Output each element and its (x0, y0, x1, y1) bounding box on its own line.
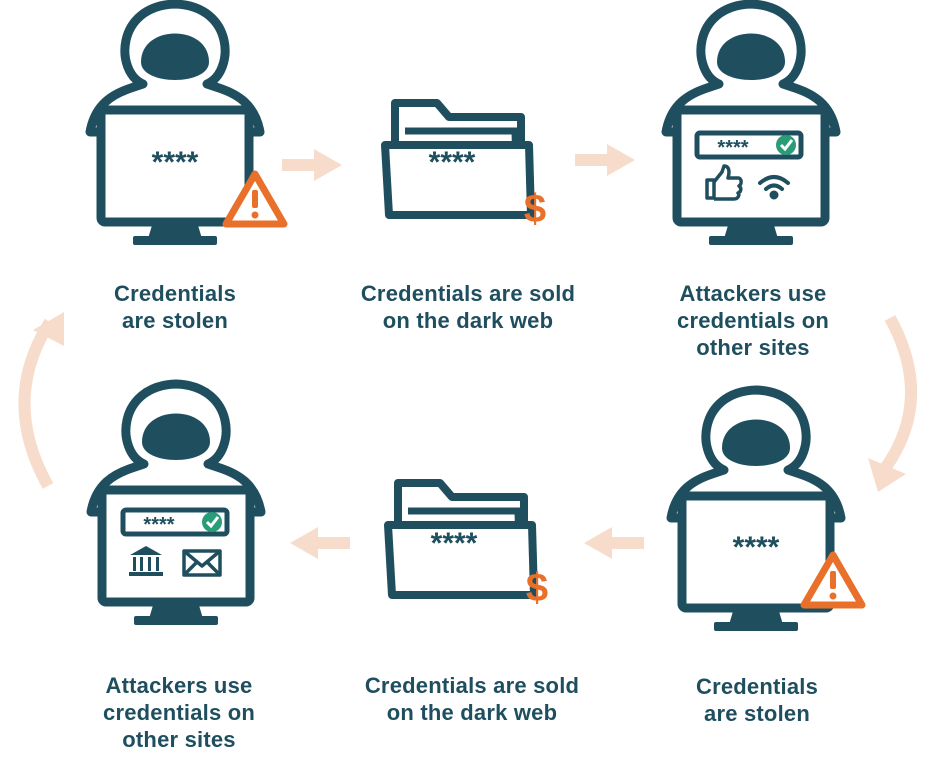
check-icon (776, 135, 796, 155)
step-6-icon: **** (91, 384, 261, 625)
step-3-icon: **** (666, 4, 836, 245)
step-4-icon: **** (671, 390, 862, 631)
step-6-caption: Attackers use credentials on other sites (103, 673, 255, 752)
envelope-icon (182, 549, 222, 577)
arrow-right-icon (282, 149, 342, 181)
password-mask-text: **** (143, 514, 174, 536)
password-mask-text: **** (717, 137, 748, 159)
step-2-caption: Credentials are sold on the dark web (360, 281, 576, 333)
dollar-icon: $ (524, 187, 546, 231)
step-3-caption: Attackers use credentials on other sites (677, 281, 829, 360)
wifi-icon (758, 175, 790, 200)
step-1-icon: **** (90, 4, 284, 245)
step-4-caption: Credentials are stolen (695, 674, 819, 726)
curved-arrow-up-icon (18, 312, 64, 489)
login-field (120, 507, 230, 537)
password-mask-text: **** (431, 527, 478, 560)
dollar-icon: $ (526, 566, 548, 610)
curved-arrow-down-icon (868, 315, 917, 492)
step-5-icon: **** $ (388, 483, 548, 610)
password-mask-text: **** (152, 146, 199, 179)
arrow-left-icon (584, 527, 644, 559)
bank-icon (129, 546, 163, 576)
step-2-icon: **** $ (385, 103, 546, 231)
step-5-caption: Credentials are sold on the dark web (364, 673, 580, 725)
password-mask-text: **** (429, 146, 476, 179)
step-1-caption: Credentials are stolen (113, 281, 237, 333)
thumbs-up-icon (705, 164, 743, 201)
password-mask-text: **** (733, 531, 780, 564)
arrow-left-icon (290, 527, 350, 559)
login-field (694, 130, 804, 160)
arrow-right-icon (575, 144, 635, 176)
check-icon (202, 512, 222, 532)
